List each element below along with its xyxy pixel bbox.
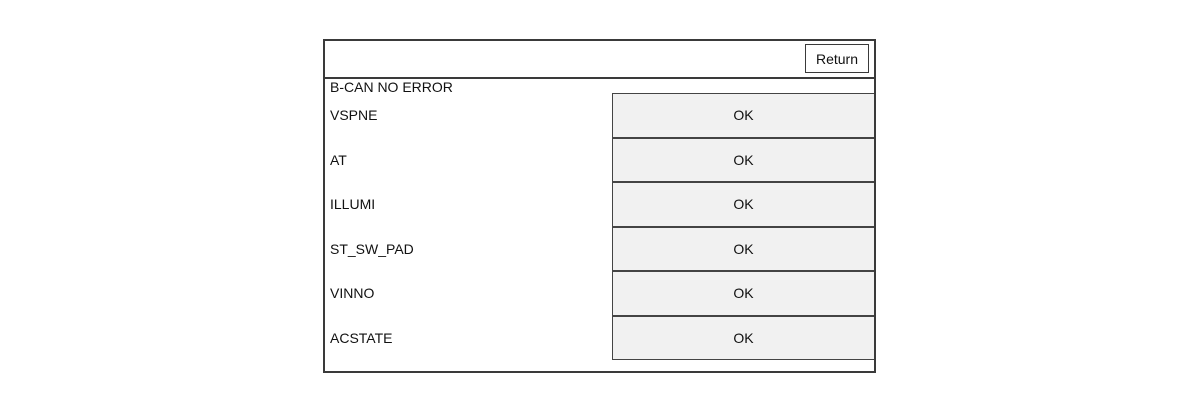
signal-label: ST_SW_PAD xyxy=(330,240,414,257)
header-bar: Return xyxy=(325,41,874,79)
signal-label: AT xyxy=(330,151,347,168)
signal-label: VINNO xyxy=(330,285,375,302)
signal-status: OK xyxy=(612,271,874,316)
signal-label: VSPNE xyxy=(330,107,378,124)
signal-row-vspne: VSPNE OK xyxy=(325,93,874,138)
signal-label: ACSTATE xyxy=(330,329,393,346)
section-title: B-CAN NO ERROR xyxy=(330,79,453,95)
signal-label: ILLUMI xyxy=(330,196,376,213)
signal-row-at: AT OK xyxy=(325,137,874,182)
signal-status: OK xyxy=(612,315,874,360)
signal-row-vinno: VINNO OK xyxy=(325,271,874,316)
return-button[interactable]: Return xyxy=(805,44,869,73)
diagnostic-screen: Return B-CAN NO ERROR VSPNE OK AT OK ILL… xyxy=(323,39,876,373)
signal-status: OK xyxy=(612,182,874,227)
signal-list: VSPNE OK AT OK ILLUMI OK ST_SW_PAD OK VI… xyxy=(325,93,874,360)
signal-row-illumi: ILLUMI OK xyxy=(325,182,874,227)
signal-status: OK xyxy=(612,226,874,271)
signal-status: OK xyxy=(612,137,874,182)
signal-row-st-sw-pad: ST_SW_PAD OK xyxy=(325,226,874,271)
signal-row-acstate: ACSTATE OK xyxy=(325,315,874,360)
signal-status: OK xyxy=(612,93,874,138)
